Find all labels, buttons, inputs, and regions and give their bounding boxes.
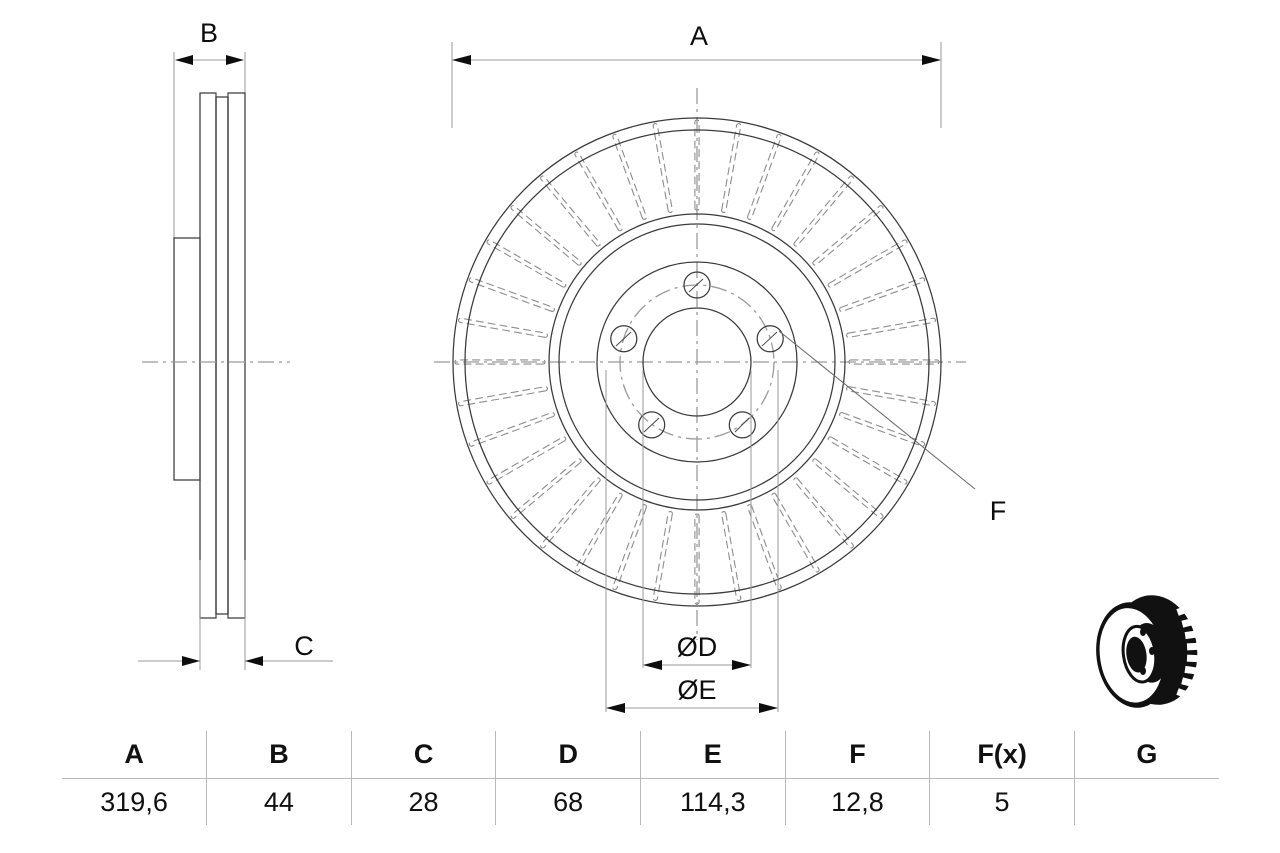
table-header-g: G: [1073, 731, 1219, 779]
bolt-hole-2: [756, 325, 784, 353]
bolt-holes: [610, 271, 784, 439]
dimension-c: C: [138, 560, 333, 670]
iso-centre-bore: [1126, 636, 1147, 673]
oe-arrow-right: [759, 703, 778, 713]
table-value-b: 44: [206, 778, 352, 825]
b-arrow-left: [175, 55, 193, 65]
table-value-a: 319,6: [62, 778, 208, 825]
dimension-label-f: F: [990, 496, 1007, 526]
friction-ring-inner-circle: [548, 213, 846, 511]
bolt-hole-3-mark: [734, 417, 750, 433]
face-view: A: [434, 21, 1006, 713]
iso-vent-slots: [1176, 604, 1203, 700]
od-arrow-left: [643, 660, 662, 670]
disc-cross-section: [199, 92, 246, 619]
disc-outer-diameter-circle: [452, 117, 942, 607]
hub-flange-left: [173, 237, 201, 481]
centre-bore-circle: [642, 307, 752, 417]
table-header-c: C: [350, 731, 497, 779]
dimension-label-od: ØD: [677, 632, 718, 662]
specification-table-container: A B C D E F F(x) G 319,6 44 28 68 114,3 …: [62, 731, 1219, 825]
vent-ridge-top: [215, 93, 229, 97]
oe-arrow-left: [606, 703, 625, 713]
table-value-c: 28: [350, 778, 497, 825]
table-value-fx: 5: [929, 778, 1075, 825]
table-header-d: D: [495, 731, 641, 779]
bolt-hole-4-mark: [643, 417, 660, 433]
bolt-hole-2-mark: [761, 331, 778, 347]
od-arrow-right: [732, 660, 751, 670]
bolt-hole-5-mark: [615, 331, 632, 347]
bolt-hole-4: [638, 411, 666, 439]
table-header-b: B: [206, 731, 352, 779]
hub-bell-outer-circle: [558, 223, 836, 501]
b-arrow-right: [226, 55, 244, 65]
c-arrow-right: [245, 656, 263, 666]
dimension-label-c: C: [294, 631, 314, 661]
dimension-label-b: B: [200, 18, 218, 48]
dimension-label-oe: ØE: [677, 675, 716, 705]
disc-outer-chamfer-circle: [464, 129, 930, 595]
table-value-row: 319,6 44 28 68 114,3 12,8 5: [62, 778, 1219, 825]
a-arrow-left: [452, 55, 471, 65]
f-leader-line: [778, 330, 976, 490]
table-value-f: 12,8: [784, 778, 931, 825]
table-value-e: 114,3: [640, 778, 786, 825]
a-arrow-right: [922, 55, 941, 65]
dimension-f: F: [778, 330, 1007, 526]
bolt-hole-1: [683, 271, 711, 299]
side-section-view: B: [138, 18, 333, 670]
table-value-g: [1073, 778, 1219, 825]
vent-ridge-bottom: [215, 614, 229, 618]
c-arrow-left: [182, 656, 200, 666]
iso-bolt-hole-2: [1149, 647, 1155, 655]
table-header-row: A B C D E F F(x) G: [62, 731, 1219, 779]
iso-bolt-hole-1: [1140, 628, 1146, 636]
dimension-b: B: [175, 18, 244, 65]
table-header-e: E: [640, 731, 786, 779]
specification-table: A B C D E F F(x) G 319,6 44 28 68 114,3 …: [62, 731, 1219, 825]
vent-gap-section: [215, 96, 229, 615]
isometric-thumbnail: [1096, 595, 1203, 708]
dimension-label-a: A: [690, 21, 708, 51]
bolt-hole-5: [610, 325, 638, 353]
table-header-fx: F(x): [929, 731, 1075, 779]
table-header-a: A: [62, 731, 208, 779]
dimension-od: ØD: [642, 370, 752, 670]
dimension-a: A: [451, 21, 942, 128]
table-value-d: 68: [495, 778, 641, 825]
table-header-f: F: [784, 731, 931, 779]
friction-ring-outer-right: [227, 92, 246, 619]
iso-bolt-hole-3: [1140, 667, 1146, 675]
dimension-oe: ØE: [605, 370, 779, 713]
hub-flange-circle: [596, 261, 798, 463]
bolt-hole-1-mark: [688, 278, 704, 293]
friction-ring-outer-left: [199, 92, 217, 619]
bolt-hole-3: [728, 411, 756, 439]
hub-bell-section: [173, 237, 201, 481]
